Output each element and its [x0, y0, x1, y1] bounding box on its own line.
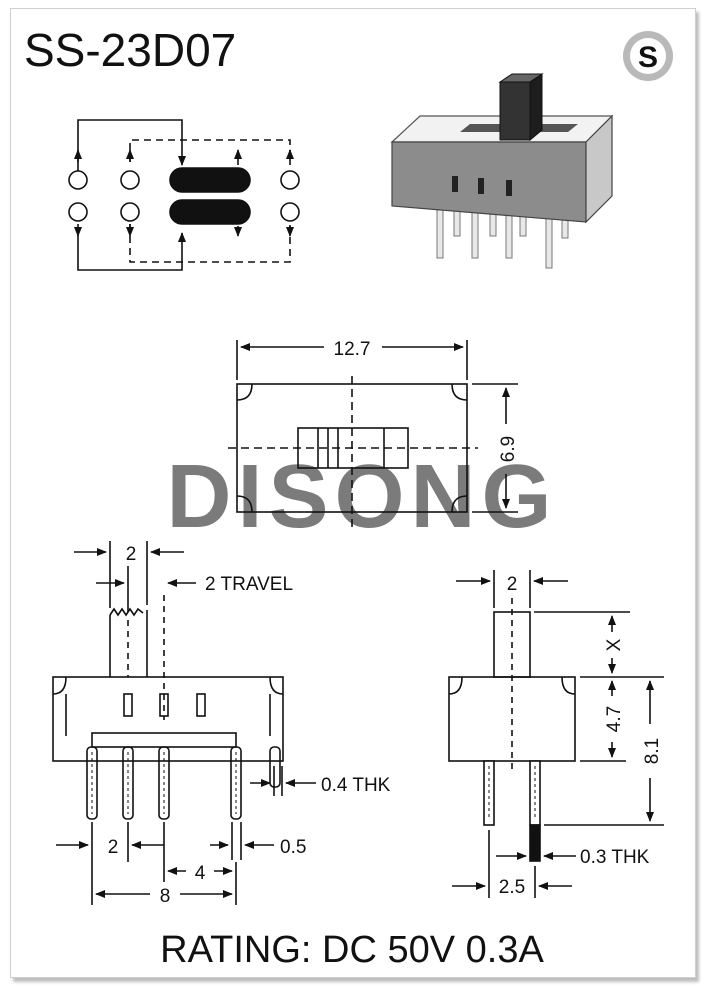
dim-pin-width: 0.5: [280, 837, 306, 858]
dim-top-width: 12.7: [334, 339, 371, 360]
dim-actuator-height: X: [604, 638, 625, 651]
side-view-drawing: [448, 570, 664, 898]
dim-pin-span: 8: [160, 886, 171, 907]
part-number-title: SS-23D07: [24, 24, 236, 76]
dim-pin-group-pitch: 4: [195, 863, 206, 884]
switch-product-illustration: [390, 73, 614, 269]
dim-top-height: 6.9: [498, 436, 519, 462]
dim-pin-thickness: 0.4 THK: [321, 775, 391, 796]
dim-actuator-width-side: 2: [507, 574, 518, 595]
dim-row-spacing: 2.5: [499, 877, 525, 898]
dim-pin-pitch: 2: [108, 837, 119, 858]
dim-body-height: 4.7: [604, 706, 625, 732]
top-view-drawing: [228, 340, 518, 528]
brand-logo-letter: S: [638, 41, 658, 74]
rating-text: RATING: DC 50V 0.3A: [160, 929, 544, 971]
dim-actuator-width-front: 2: [126, 544, 137, 565]
brand-logo: S: [623, 31, 673, 81]
watermark: DISONG: [166, 447, 557, 547]
front-view-drawing: [52, 541, 316, 905]
dim-total-height: 8.1: [642, 738, 663, 764]
dim-terminal-thickness: 0.3 THK: [580, 847, 650, 868]
dim-travel: 2 TRAVEL: [205, 574, 293, 595]
switching-schematic: [68, 119, 300, 271]
